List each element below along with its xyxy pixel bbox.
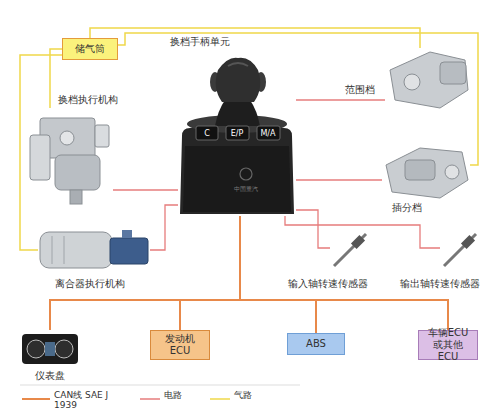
legend-sample [140, 390, 160, 410]
dashboard-display [45, 342, 55, 356]
button-label: M/A [255, 129, 281, 139]
split-actuator-illustration [386, 148, 468, 198]
node-label: 仪表盘 [20, 370, 80, 382]
split-actuator: 插分档 [382, 145, 470, 200]
connector-line [296, 179, 382, 180]
sensor-head [461, 235, 475, 249]
connector-line [113, 189, 178, 190]
actuator-bolt [60, 131, 74, 145]
connector-line [50, 216, 240, 330]
button-label: E/P [224, 129, 250, 139]
lever-front [183, 146, 291, 212]
node-label: 换档手柄单元 [170, 36, 260, 48]
clutch-rib [52, 236, 53, 264]
clutch-rib [64, 236, 65, 264]
connector-line [20, 55, 62, 250]
range-actuator-illustration [390, 52, 468, 108]
output-speed-sensor-illustration [444, 234, 476, 266]
sensor-rod [334, 234, 366, 266]
legend-line [22, 398, 50, 400]
node-label: 离合器执行机构 [55, 278, 150, 290]
actuator-port [95, 125, 109, 147]
button-label: C [195, 129, 219, 139]
lever-boot [215, 100, 260, 126]
gear-shift-actuator: 换档执行机构 [25, 108, 113, 208]
output-speed-sensor: 输出轴转速传感器 [440, 228, 480, 270]
clutch-valve [110, 238, 148, 264]
range-actuator: 范围档 [385, 48, 470, 113]
actuator-valve [30, 135, 50, 180]
dashboard-gauge [55, 340, 73, 358]
air-tank-box: 储气筒 [62, 38, 118, 60]
clutch-cylinder [40, 232, 112, 268]
range-cylinder [440, 62, 466, 84]
split-bolt [445, 165, 459, 179]
sensor-head [351, 235, 365, 249]
connector-line [240, 216, 448, 330]
legend-line [210, 398, 230, 400]
clutch-actuator-illustration [40, 230, 148, 268]
lever-body [180, 128, 294, 214]
clutch-port [122, 230, 132, 238]
node-label: 范围档 [345, 84, 385, 96]
node-label: 输出轴转速传感器 [392, 278, 487, 290]
brand-logo [240, 168, 252, 180]
dashboard-illustration [22, 334, 78, 364]
node-label: 发动机 ECU [151, 331, 209, 359]
actuator-shaft [70, 190, 82, 204]
legend-sample [210, 390, 230, 410]
vehicle-ecu-box: 车辆ECU 或其他ECU [418, 330, 478, 360]
range-body [390, 52, 468, 108]
abs-box: ABS [287, 333, 345, 355]
actuator-cylinder [55, 155, 100, 190]
legend-text: 电路 [164, 390, 204, 400]
lever-button [196, 126, 218, 140]
split-cylinder [405, 160, 435, 180]
clutch-actuator: 离合器执行机构 [38, 225, 150, 275]
legend-line [140, 398, 160, 400]
input-speed-sensor: 输入轴转速传感器 [330, 228, 370, 270]
brand-text: 中国重汽 [226, 184, 266, 194]
node-label: ABS [288, 334, 344, 354]
connector-line [118, 33, 478, 165]
legend-rule [20, 385, 300, 386]
gear-actuator-illustration [30, 118, 109, 204]
connector-line [296, 210, 330, 248]
split-body [386, 148, 468, 198]
connector-line [296, 99, 385, 100]
node-label: 换档执行机构 [58, 94, 133, 106]
input-speed-sensor-illustration [334, 234, 366, 266]
node-label: 插分档 [392, 202, 442, 214]
node-label: 输入轴转速传感器 [280, 278, 375, 290]
lever-knob [216, 58, 261, 102]
legend-text: CAN线 SAE J 1939 [54, 390, 110, 410]
dashboard-gauge [27, 340, 45, 358]
shift-lever-illustration [180, 58, 294, 214]
connector-line [285, 216, 440, 248]
legend-text: 气路 [234, 390, 274, 400]
node-label: 储气筒 [63, 39, 117, 59]
range-bolt [404, 74, 420, 90]
connector-line [90, 28, 420, 48]
connector-line [240, 216, 316, 333]
engine-ecu-box: 发动机 ECU [150, 330, 210, 360]
lever-highlight [228, 63, 248, 66]
dashboard: 仪表盘 [20, 330, 80, 368]
connector-line [180, 216, 240, 330]
connector-line [150, 205, 178, 250]
node-label: 车辆ECU 或其他ECU [419, 331, 477, 359]
legend-sample [22, 390, 50, 410]
sensor-rod [444, 234, 476, 266]
dashboard-panel [22, 334, 78, 364]
